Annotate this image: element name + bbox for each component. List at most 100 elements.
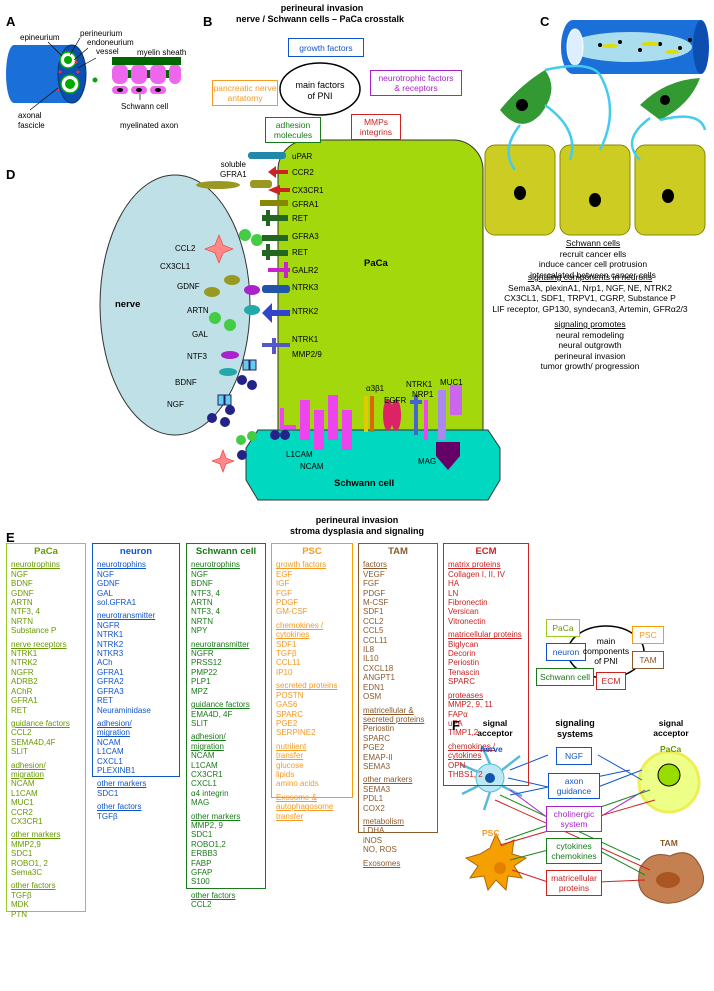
section-item: uPA	[448, 718, 463, 728]
section-item: NCAM	[97, 737, 121, 747]
section-item: glucose	[276, 760, 304, 770]
bottom-receptor-label: EGFR	[384, 396, 407, 405]
section-item: PDGF	[363, 588, 386, 598]
ligand-label: CX3CL1	[160, 262, 191, 271]
section-item: CX3CR1	[191, 769, 223, 779]
label-vessel: vessel	[96, 47, 119, 56]
section-item: GAL	[97, 588, 114, 598]
section-item: ARTN	[11, 598, 33, 608]
nerve-label: nerve	[115, 299, 141, 310]
section-heading: matrix proteins	[448, 560, 501, 570]
section-item: THBS1, 2	[448, 769, 483, 779]
panel-f-illustration	[459, 745, 705, 904]
psc-cell-icon	[464, 832, 528, 892]
section-item: Biglycan	[448, 639, 479, 649]
nerve-shape	[99, 174, 251, 436]
section-item: CX3CR1	[11, 816, 43, 826]
box-pancreatic-nerve: pancreatic nerve antatomy	[212, 80, 278, 106]
section-item: NTF3, 4	[191, 588, 220, 598]
section-item: lipids	[276, 769, 295, 779]
section-item: CCL2	[11, 728, 32, 738]
section-heading: chemokines / cytokines	[448, 741, 496, 761]
receptor-label: GALR2	[292, 266, 319, 275]
ligand-label: CCL2	[175, 244, 196, 253]
column-section: Exosomes	[363, 859, 433, 868]
section-item: EMAP-II	[363, 752, 393, 762]
section-heading: chemokines / cytokines	[276, 620, 324, 640]
section-item: Decorin	[448, 649, 476, 659]
section-item: Fibronectin	[448, 598, 488, 608]
receptor-label: NTRK3	[292, 283, 319, 292]
section-item: NGFR	[11, 667, 34, 677]
section-item: Versican	[448, 607, 479, 617]
signaling-heading-1: signaling components in neurons	[527, 272, 653, 282]
section-item: TIMP1,2	[448, 728, 479, 738]
section-heading: neurotrophins	[11, 560, 60, 570]
ligand-label: GDNF	[177, 282, 200, 291]
signaling-line: tumor growth/ progression	[540, 361, 640, 371]
paca-label: PaCa	[364, 258, 388, 269]
section-item: CCL2	[363, 616, 384, 626]
ligand-label: ARTN	[187, 306, 209, 315]
receptor-label: NTRK2	[292, 307, 319, 316]
panel-b-title-1: perineural invasion	[280, 3, 364, 13]
paca-cell-icon	[637, 750, 701, 814]
section-item: HA	[448, 579, 460, 589]
panel-c-illustration	[484, 20, 709, 236]
receptor-label: MMP2/9	[292, 350, 322, 359]
section-item: SDF1	[363, 607, 384, 617]
box-growth-factors: growth factors	[288, 38, 364, 57]
section-item: PDGF	[276, 598, 299, 608]
section-item: FAPα	[448, 709, 468, 719]
section-item: EMA4D, 4F	[191, 709, 233, 719]
section-item: S100	[191, 877, 210, 887]
section-item: GFRA3	[97, 686, 124, 696]
f-tam-label: TAM	[660, 838, 678, 848]
receptor-label: uPAR	[292, 152, 313, 161]
label-epineurium: epineurium	[20, 33, 60, 42]
section-item: MAG	[191, 798, 210, 808]
column-header: PSC	[302, 546, 322, 557]
section-item: Periostin	[363, 724, 395, 734]
section-item: COX2	[363, 803, 385, 813]
signaling-heading-2: signaling promotes	[554, 319, 626, 329]
section-item: GFRA1	[97, 667, 124, 677]
section-item: CCL2	[191, 900, 212, 910]
section-heading: adhesion/ migration	[97, 718, 132, 738]
section-heading: adhesion/ migration	[11, 760, 46, 779]
panel-d-illustration	[99, 139, 501, 501]
section-item: EDN1	[363, 682, 385, 692]
section-item: NGFR	[97, 620, 120, 630]
column-header: ECM	[475, 546, 497, 557]
section-item: GFRA1	[11, 696, 38, 706]
section-heading: neurotransmitter	[97, 611, 156, 621]
section-item: NPY	[191, 626, 208, 636]
section-heading: metabolism	[363, 816, 404, 826]
section-heading: other factors	[11, 881, 56, 891]
pni-factors-center	[279, 62, 361, 116]
section-item: GDNF	[97, 579, 120, 589]
section-item: VEGF	[363, 569, 385, 579]
section-heading: nerve receptors	[11, 639, 67, 649]
section-item: NGF	[191, 569, 208, 579]
section-item: NGF	[11, 569, 28, 579]
section-item: IP10	[276, 667, 293, 677]
signaling-line: neural outgrowth	[558, 340, 622, 350]
panel-c-label: C	[540, 14, 550, 29]
f-box-ngf: NGF	[556, 747, 592, 765]
section-heading: guidance factors	[191, 700, 250, 710]
section-item: FGF	[276, 588, 292, 598]
section-item: Sema3C	[11, 868, 43, 877]
label-perineurium: perineurium	[80, 29, 123, 38]
